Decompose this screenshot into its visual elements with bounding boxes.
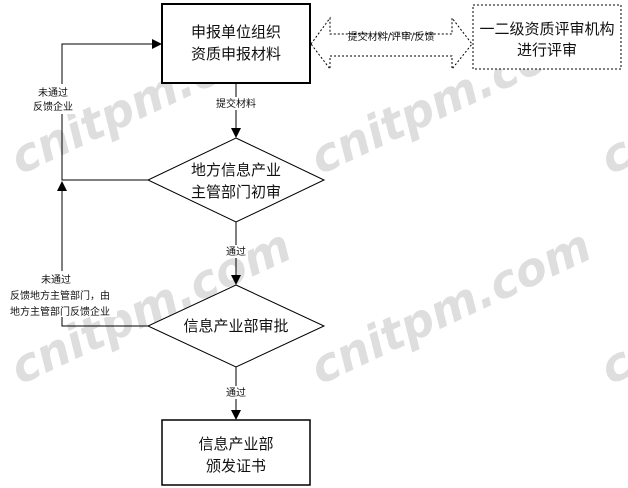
- node-local-review-line2: 主管部门初审: [191, 183, 281, 201]
- edge-fail2-label3: 地方主管部门反馈企业: [10, 305, 110, 318]
- exchange-arrow: 提交材料/评审/反馈: [310, 16, 473, 71]
- node-apply-line2: 资质申报材料: [191, 45, 281, 63]
- node-review-org: 一二级资质评审机构 进行评审: [472, 4, 622, 70]
- watermark: cnitpm.com: [592, 218, 628, 395]
- edge-fail2-label1: 未通过: [41, 273, 71, 286]
- exchange-label: 提交材料/评审/反馈: [348, 30, 435, 43]
- node-review-org-line2: 进行评审: [517, 41, 577, 59]
- node-local-review: 地方信息产业 主管部门初审: [146, 137, 326, 223]
- edge-fail2: [57, 181, 148, 327]
- node-apply: 申报单位组织 资质申报材料: [161, 3, 311, 84]
- node-apply-line1: 申报单位组织: [191, 23, 281, 41]
- edge-fail1-label2: 反馈企业: [33, 100, 73, 113]
- edge-submit-label: 提交材料: [216, 97, 256, 110]
- node-local-review-line1: 地方信息产业: [191, 161, 281, 179]
- edge-pass1-label: 通过: [226, 245, 246, 258]
- node-issue-cert-line2: 颁发证书: [206, 457, 266, 475]
- edge-pass2-label: 通过: [226, 386, 246, 399]
- node-issue-cert-line1: 信息产业部: [198, 435, 273, 453]
- edge-fail1-label1: 未通过: [38, 86, 68, 99]
- node-review-org-line1: 一二级资质评审机构: [479, 20, 614, 38]
- node-ministry-approve-line1: 信息产业部审批: [183, 317, 288, 335]
- edge-fail2-label2: 反馈地方主管部门，由: [10, 289, 110, 302]
- watermark: cnitpm.com: [302, 218, 599, 395]
- node-issue-cert: 信息产业部 颁发证书: [161, 419, 311, 486]
- node-ministry-approve: 信息产业部审批: [146, 284, 326, 368]
